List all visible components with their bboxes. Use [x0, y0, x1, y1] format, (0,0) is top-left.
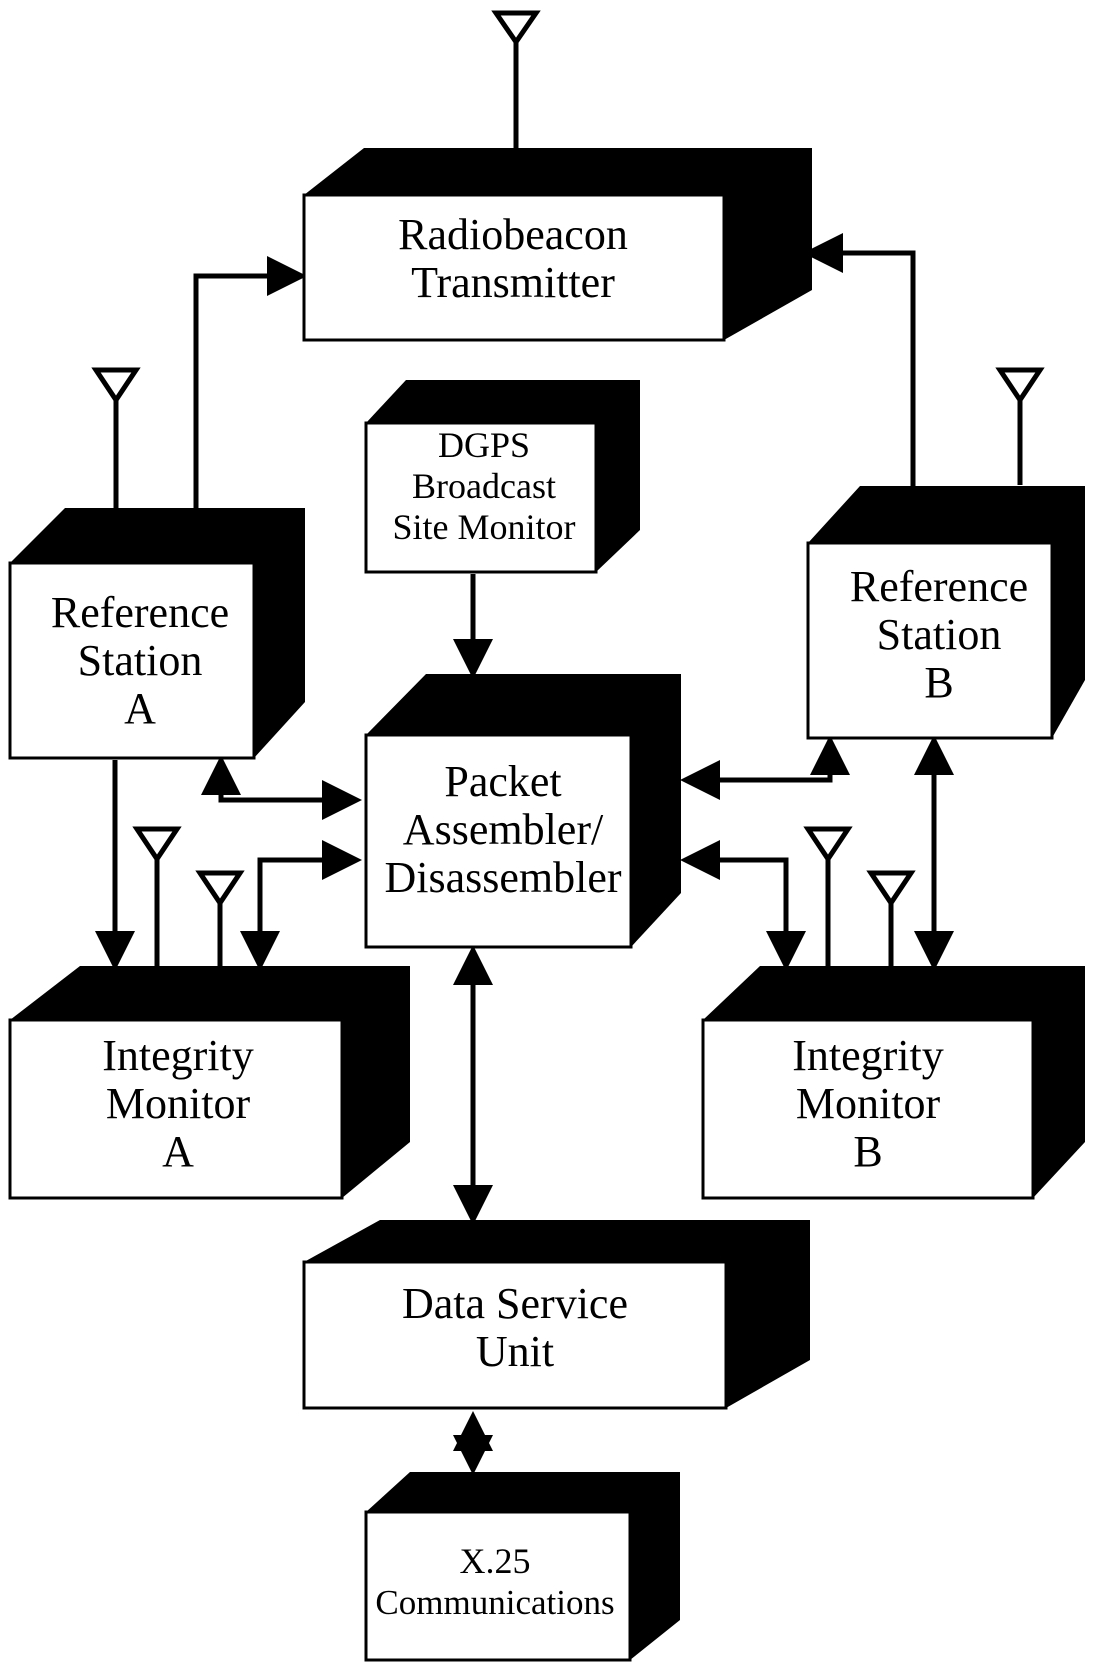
- dsu-line1: Data Service: [402, 1279, 628, 1328]
- link-refa-to-radiobeacon: [193, 256, 307, 508]
- inta-line1: Integrity: [102, 1031, 254, 1080]
- block-dgps-site-monitor: DGPS Broadcast Site Monitor: [364, 380, 640, 574]
- svg-text:Radiobeacon: Radiobeacon: [398, 210, 628, 259]
- link-pad-intb: [680, 840, 806, 971]
- svg-text:B: B: [924, 658, 953, 707]
- antenna-icon: [995, 367, 1045, 405]
- svg-text:X.25: X.25: [460, 1541, 531, 1581]
- block-data-service-unit: Data Service Unit: [302, 1220, 810, 1410]
- svg-text:Station: Station: [78, 636, 203, 685]
- refa-line2: Station: [78, 636, 203, 685]
- antenna-icon: [195, 870, 245, 908]
- link-refb-to-radiobeacon: [803, 233, 916, 486]
- block-x25-communications: X.25 Communications: [364, 1472, 680, 1662]
- block-integrity-monitor-a: Integrity Monitor A: [8, 966, 410, 1200]
- svg-text:Transmitter: Transmitter: [411, 258, 615, 307]
- svg-text:Reference: Reference: [51, 588, 229, 637]
- intb-line1: Integrity: [792, 1031, 944, 1080]
- x25-line1: X.25: [460, 1541, 531, 1581]
- antenna-icon: [132, 826, 182, 864]
- antenna-icon: [866, 870, 916, 908]
- block-integrity-monitor-b: Integrity Monitor B: [701, 966, 1085, 1200]
- inta-line3: A: [162, 1127, 194, 1176]
- svg-text:Data Service: Data Service: [402, 1279, 628, 1328]
- svg-text:A: A: [162, 1127, 194, 1176]
- x25-line2: Communications: [375, 1583, 614, 1622]
- antenna-icon: [491, 10, 541, 47]
- svg-text:Assembler/: Assembler/: [403, 805, 604, 854]
- svg-text:Unit: Unit: [476, 1327, 554, 1376]
- block-reference-station-b: Reference Station B: [806, 486, 1085, 740]
- svg-text:Disassembler: Disassembler: [384, 853, 621, 902]
- svg-text:Monitor: Monitor: [106, 1079, 251, 1128]
- pad-line1: Packet: [444, 757, 561, 806]
- svg-text:Reference: Reference: [850, 562, 1028, 611]
- block-packet-assembler: Packet Assembler/ Disassembler: [364, 674, 681, 949]
- refa-line3: A: [124, 684, 156, 733]
- svg-text:Communications: Communications: [375, 1583, 614, 1622]
- link-refb-pad: [680, 735, 850, 800]
- radiobeacon-line1: Radiobeacon: [398, 210, 628, 259]
- svg-text:A: A: [124, 684, 156, 733]
- dsu-line2: Unit: [476, 1327, 554, 1376]
- svg-text:DGPS: DGPS: [438, 425, 530, 465]
- antenna-icon: [91, 367, 141, 405]
- antenna-icon: [803, 826, 853, 864]
- svg-text:Station: Station: [877, 610, 1002, 659]
- refb-line2: Station: [877, 610, 1002, 659]
- refb-line1: Reference: [850, 562, 1028, 611]
- inta-line2: Monitor: [106, 1079, 251, 1128]
- svg-text:Site Monitor: Site Monitor: [392, 507, 575, 547]
- link-inta-pad: [240, 840, 362, 971]
- svg-text:Broadcast: Broadcast: [412, 466, 556, 506]
- block-reference-station-a: Reference Station A: [8, 508, 305, 760]
- svg-text:B: B: [853, 1127, 882, 1176]
- link-refa-pad: [201, 755, 362, 820]
- svg-text:Integrity: Integrity: [792, 1031, 944, 1080]
- connections: [95, 40, 1023, 1475]
- dgps-line1: DGPS: [438, 425, 530, 465]
- dgps-line3: Site Monitor: [392, 507, 575, 547]
- pad-line2: Assembler/: [403, 805, 604, 854]
- pad-line3: Disassembler: [384, 853, 621, 902]
- refa-line1: Reference: [51, 588, 229, 637]
- dgps-line2: Broadcast: [412, 466, 556, 506]
- block-radiobeacon-transmitter: Radiobeacon Transmitter: [302, 148, 812, 342]
- radiobeacon-line2: Transmitter: [411, 258, 615, 307]
- intb-line2: Monitor: [796, 1079, 941, 1128]
- antennas: [91, 10, 1045, 908]
- intb-line3: B: [853, 1127, 882, 1176]
- refb-line3: B: [924, 658, 953, 707]
- svg-text:Monitor: Monitor: [796, 1079, 941, 1128]
- svg-text:Packet: Packet: [444, 757, 561, 806]
- svg-text:Integrity: Integrity: [102, 1031, 254, 1080]
